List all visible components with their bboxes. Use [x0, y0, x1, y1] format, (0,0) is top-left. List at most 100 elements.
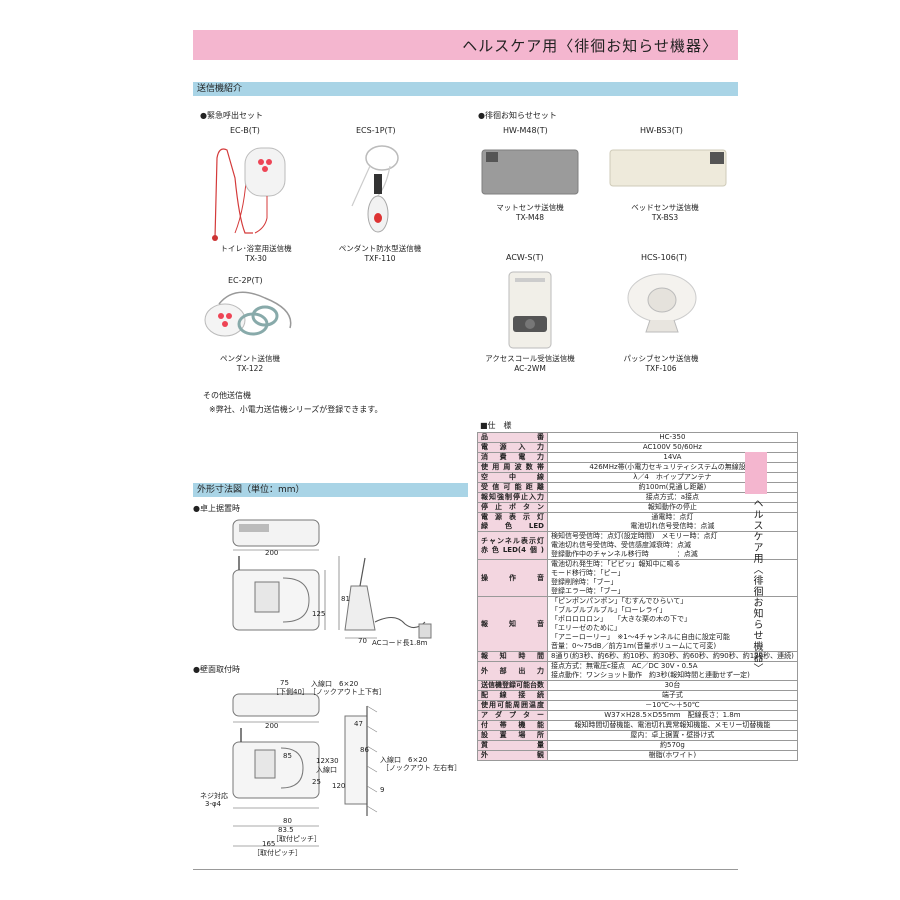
product-image-ac-2wm — [508, 271, 552, 349]
spec-key: 設置場所 — [477, 730, 548, 741]
spec-row: 外部出力接点方式：無電圧c接点 AC／DC 30V・0.5A 接点動作：ワンショ… — [477, 661, 798, 681]
spec-key: 使用可能周囲温度 — [477, 700, 548, 711]
spec-value: 約570g — [547, 740, 798, 751]
other-transmitters-title: その他送信機 — [203, 391, 251, 400]
spec-key: 送信機登録可能台数 — [477, 680, 548, 691]
spec-key: 報知音 — [477, 596, 548, 652]
product-name-tx-m48: マットセンサ送信機 — [496, 203, 564, 212]
product-code-txf-110: TXF-110 — [364, 254, 396, 263]
spec-row: 付帯機能報知時間切替機能、電池切れ異常報知機能、メモリー切替機能 — [477, 720, 798, 731]
spec-row: 報知音「ピンポンパンポン」「むすんでひらいて」 「ブルブルブルブル」「ローレライ… — [477, 596, 798, 652]
spec-value: AC100V 50/60Hz — [547, 442, 798, 453]
spec-key: 使用周波数帯 — [477, 462, 548, 473]
desk-width-200: 200 — [265, 549, 279, 557]
spec-key: アダプター — [477, 710, 548, 721]
wander-set-heading: ●徘徊お知らせセット — [478, 111, 557, 120]
product-name-txf-110: ペンダント防水型送信機 — [338, 244, 422, 253]
spec-row: 外観樹脂(ホワイト) — [477, 750, 798, 761]
desk-heading: ●卓上据置時 — [193, 504, 240, 513]
header-band: ヘルスケア用〈徘徊お知らせ機器〉 — [193, 30, 738, 60]
spec-value: 樹脂(ホワイト) — [547, 750, 798, 761]
spec-value: 報知時間切替機能、電池切れ異常報知機能、メモリー切替機能 — [547, 720, 798, 731]
spec-row: 使用可能周囲温度－10℃〜＋50℃ — [477, 700, 798, 711]
model-hw-bs3: HW-BS3(T) — [640, 126, 683, 135]
wall-dimension-drawing — [232, 693, 378, 847]
wall-inlet-label-2: 入線口 — [316, 766, 337, 774]
wall-dim-75: 75 — [280, 679, 289, 687]
spec-key: 品番 — [477, 432, 548, 443]
product-name-tx-30: トイレ･浴室用送信機 — [220, 244, 292, 253]
spec-value: 端子式 — [547, 690, 798, 701]
wall-inlet-label-3: 入線口 6×20 — [380, 756, 428, 764]
wall-dim-85: 85 — [283, 752, 292, 760]
other-transmitters-note: ※弊社、小電力送信機シリーズが登録できます。 — [209, 405, 383, 414]
product-image-tx-122 — [204, 291, 292, 337]
wall-knockout-2: ［ノックアウト 左右有］ — [382, 764, 462, 772]
spec-key: 付帯機能 — [477, 720, 548, 731]
wall-pitch-2: ［取付ピッチ］ — [253, 849, 302, 857]
product-code-tx-122: TX-122 — [236, 364, 264, 373]
spec-key: チャンネル表示灯 赤色LED(4個) — [477, 531, 548, 560]
wall-dim-25: 25 — [312, 778, 321, 786]
wall-dim-9: 9 — [380, 786, 385, 794]
spec-key: 電源入力 — [477, 442, 548, 453]
spec-key: 操作音 — [477, 559, 548, 597]
spec-key: 質量 — [477, 740, 548, 751]
spec-value: 接点方式：無電圧c接点 AC／DC 30V・0.5A 接点動作：ワンショット動作… — [547, 661, 798, 681]
spec-key: 報知時間 — [477, 651, 548, 662]
page-title: ヘルスケア用〈徘徊お知らせ機器〉 — [462, 37, 718, 55]
wall-screw-size: 3-φ4 — [205, 800, 222, 808]
product-name-ac-2wm: アクセスコール受信送信機 — [485, 354, 575, 363]
model-acw-s: ACW-S(T) — [506, 253, 544, 262]
spec-key: 空中線 — [477, 472, 548, 483]
product-code-tx-m48: TX-M48 — [515, 213, 545, 222]
product-image-txf-106 — [627, 273, 697, 333]
model-hw-m48: HW-M48(T) — [503, 126, 548, 135]
product-name-tx-122: ペンダント送信機 — [220, 354, 280, 363]
spec-key: 受信可能距離 — [477, 482, 548, 493]
side-tab-text: ヘルスケア用〈徘徊お知らせ機器〉 — [751, 498, 762, 674]
spec-value: W37×H28.5×D55mm 配線長さ：1.8m — [547, 710, 798, 721]
emergency-set-heading: ●緊急呼出セット — [200, 111, 263, 120]
spec-value: 屋内：卓上据置・壁掛け式 — [547, 730, 798, 741]
wall-dim-47: 47 — [354, 720, 363, 728]
wall-width-200: 200 — [265, 722, 279, 730]
product-code-ac-2wm: AC-2WM — [514, 364, 546, 373]
spec-value: －10℃〜＋50℃ — [547, 700, 798, 711]
product-code-tx-bs3: TX-BS3 — [651, 213, 679, 222]
wall-pitch-1: ［取付ピッチ］ — [272, 835, 321, 843]
wall-dim-165: 165 — [262, 840, 276, 848]
spec-value: HC-350 — [547, 432, 798, 443]
side-tab-band — [745, 452, 767, 494]
wall-dim-80: 80 — [283, 817, 292, 825]
spec-row: チャンネル表示灯 赤色LED(4個)検知信号受信時：点灯(設定時間) メモリー時… — [477, 531, 798, 560]
spec-key: 配線接続 — [477, 690, 548, 701]
spec-key: 報知強制停止入力 — [477, 492, 548, 503]
product-code-txf-106: TXF-106 — [645, 364, 677, 373]
product-image-tx-bs3 — [609, 149, 727, 187]
product-image-tx-m48 — [481, 149, 579, 195]
spec-row: 配線接続端子式 — [477, 690, 798, 701]
spec-value: 検知信号受信時：点灯(設定時間) メモリー時：点灯 電池切れ信号受信時、受信感度… — [547, 531, 798, 560]
wall-knockout-1: ［ノックアウト上下有］ — [309, 688, 386, 696]
wall-inlet-label-1: 入線口 6×20 — [311, 680, 359, 688]
wall-dim-12x30: 12X30 — [316, 757, 339, 765]
desk-depth-70: 70 — [358, 637, 367, 645]
product-image-tx-30 — [212, 147, 286, 241]
spec-value: 30台 — [547, 680, 798, 691]
spec-key: 外部出力 — [477, 661, 548, 681]
spec-value: 「ピンポンパンポン」「むすんでひらいて」 「ブルブルブルブル」「ローレライ」 「… — [547, 596, 798, 652]
wall-dim-120: 120 — [332, 782, 346, 790]
product-name-tx-bs3: ベッドセンサ送信機 — [631, 203, 699, 212]
model-ecs-1p: ECS-1P(T) — [356, 126, 396, 135]
spec-key: 外観 — [477, 750, 548, 761]
model-ec-b: EC-B(T) — [230, 126, 260, 135]
wall-heading: ●壁面取付時 — [193, 665, 240, 674]
wall-dim-83-5: 83.5 — [278, 826, 294, 834]
